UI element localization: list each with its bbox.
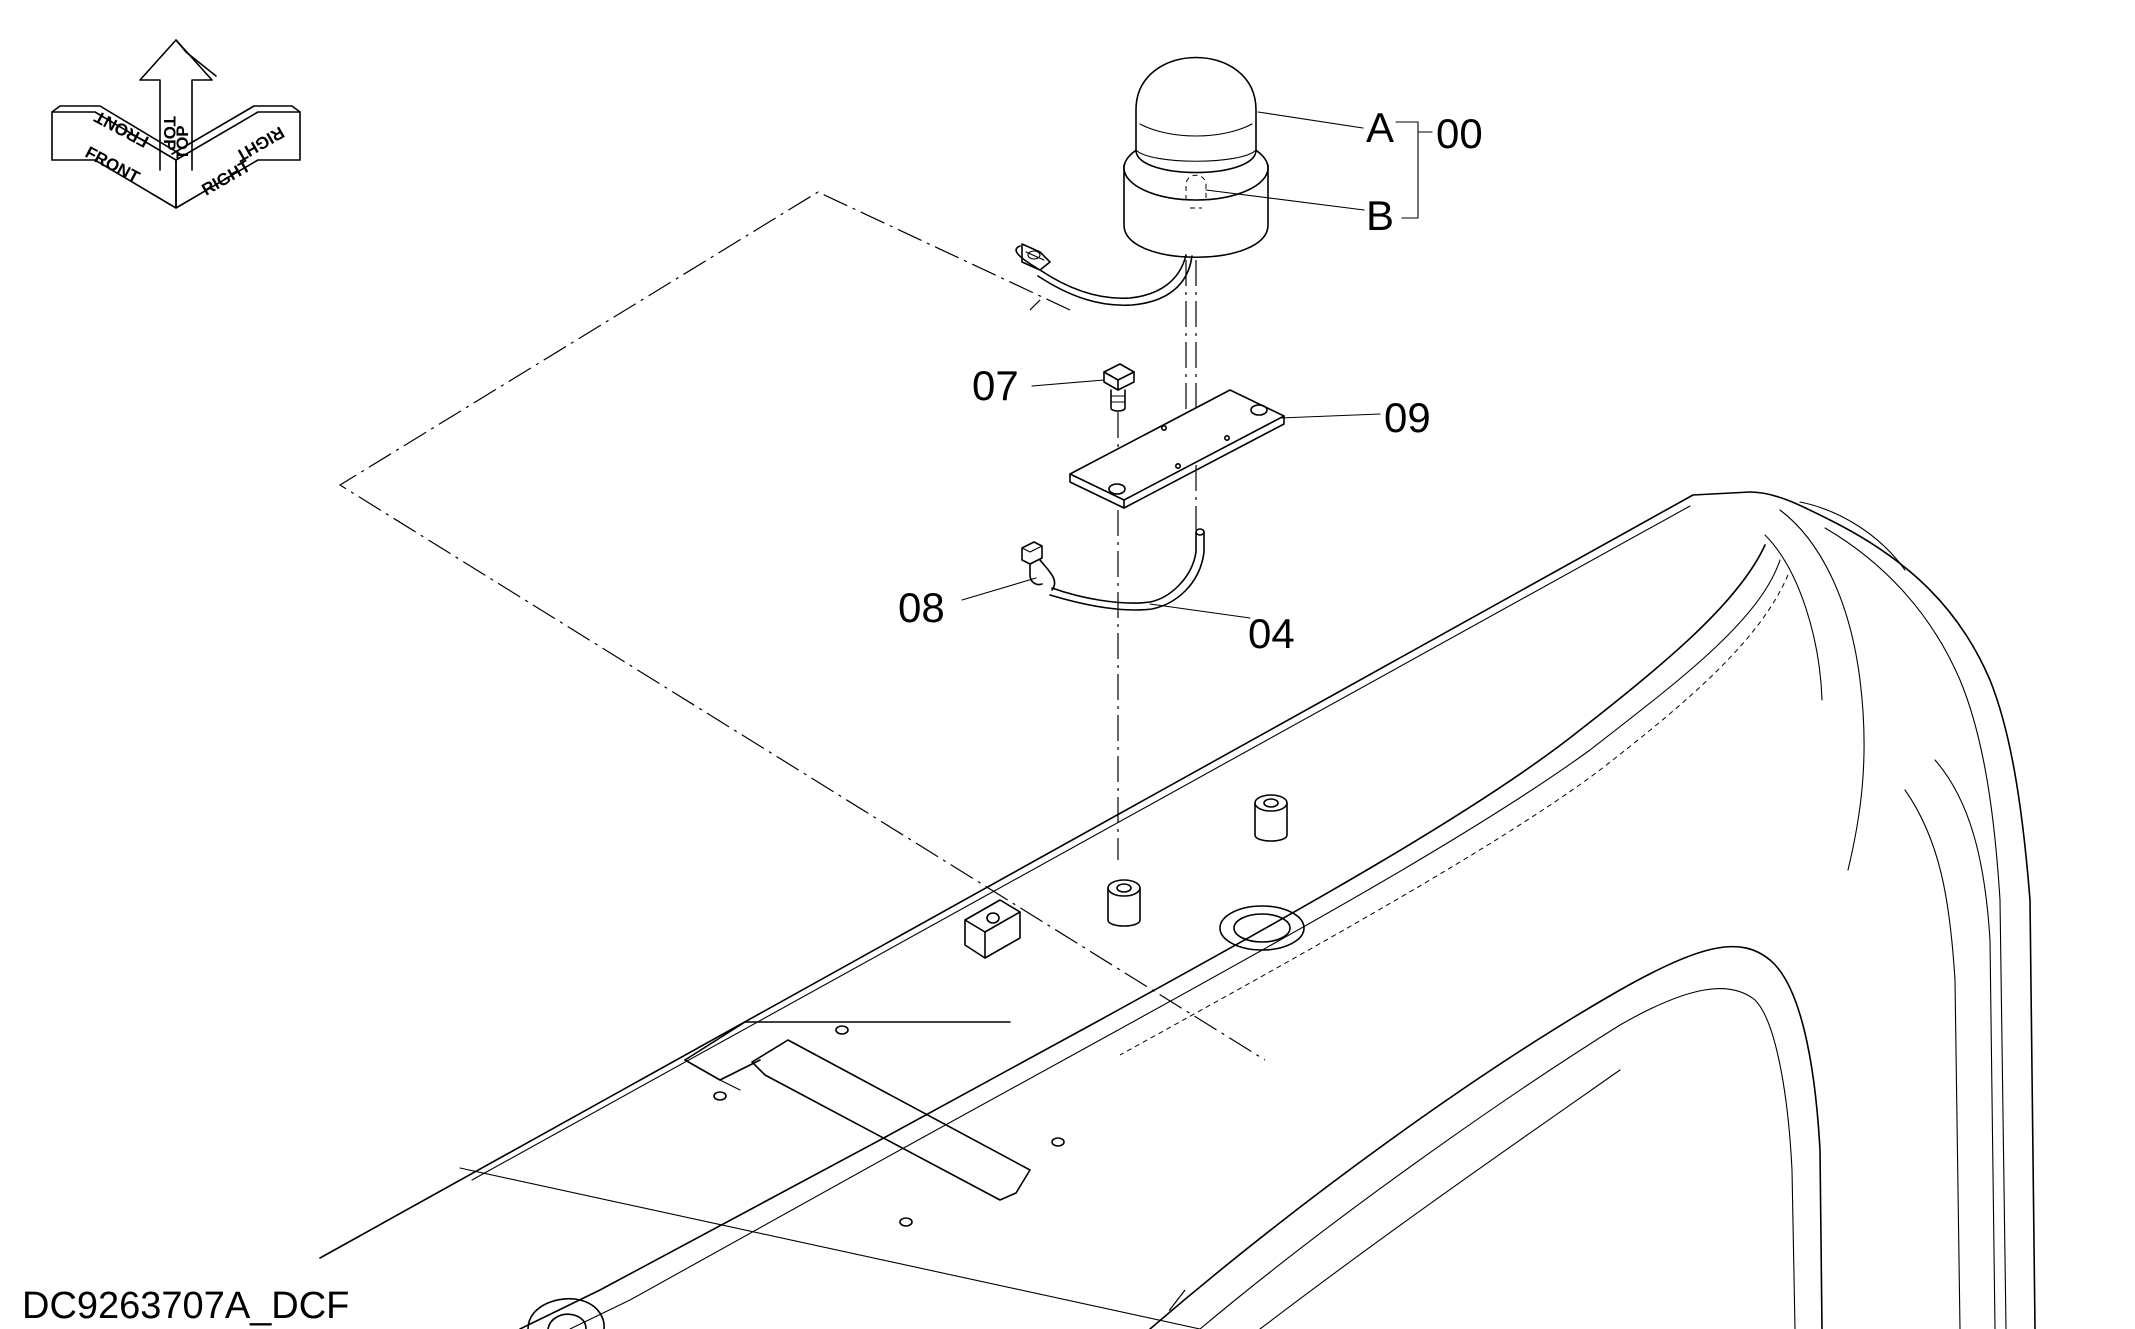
callout-04: 04 bbox=[1248, 610, 1295, 657]
callout-leaders bbox=[961, 111, 1433, 619]
mounting-bracket bbox=[1069, 389, 1285, 509]
front-label: FRONT bbox=[82, 143, 143, 188]
orientation-indicator: FRONT FRONT TOP TOP RIGHT RIGHT bbox=[51, 39, 301, 209]
callout-08: 08 bbox=[898, 584, 945, 631]
callout-07: 07 bbox=[972, 362, 1019, 409]
callout-09: 09 bbox=[1384, 394, 1431, 441]
cab-roof bbox=[319, 491, 2036, 1329]
callout-00: 00 bbox=[1436, 110, 1483, 157]
beacon-lamp bbox=[1015, 56, 1269, 530]
callout-b: B bbox=[1366, 192, 1394, 239]
top-mirror-label: TOP bbox=[173, 125, 192, 160]
drawing-code: DC9263707A_DCF bbox=[22, 1285, 349, 1327]
wire-harness bbox=[1021, 510, 1205, 860]
top-label: TOP bbox=[160, 116, 179, 151]
front-mirror-label: FRONT bbox=[91, 107, 152, 152]
roof-reference-outline bbox=[338, 191, 1266, 1321]
bolt bbox=[1103, 363, 1135, 488]
callout-a: A bbox=[1366, 104, 1394, 151]
